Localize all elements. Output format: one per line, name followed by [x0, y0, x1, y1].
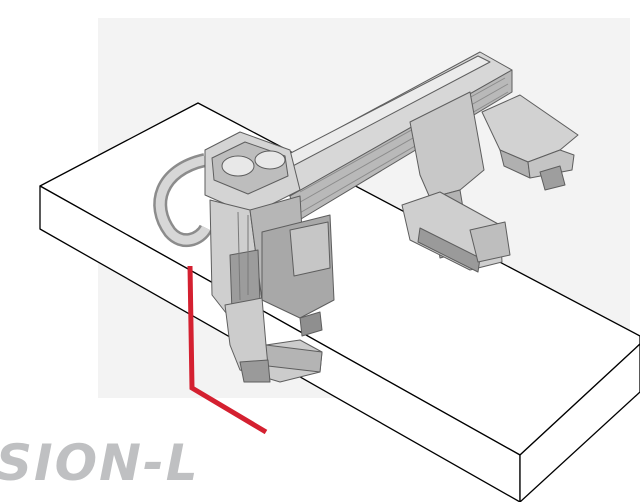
- axis-marker: [187, 265, 268, 435]
- gantry-end-unit: [401, 91, 579, 273]
- cutting-head: [153, 131, 335, 383]
- brand-logo-text: SION-L: [0, 434, 200, 492]
- slab-side-face: [519, 343, 640, 502]
